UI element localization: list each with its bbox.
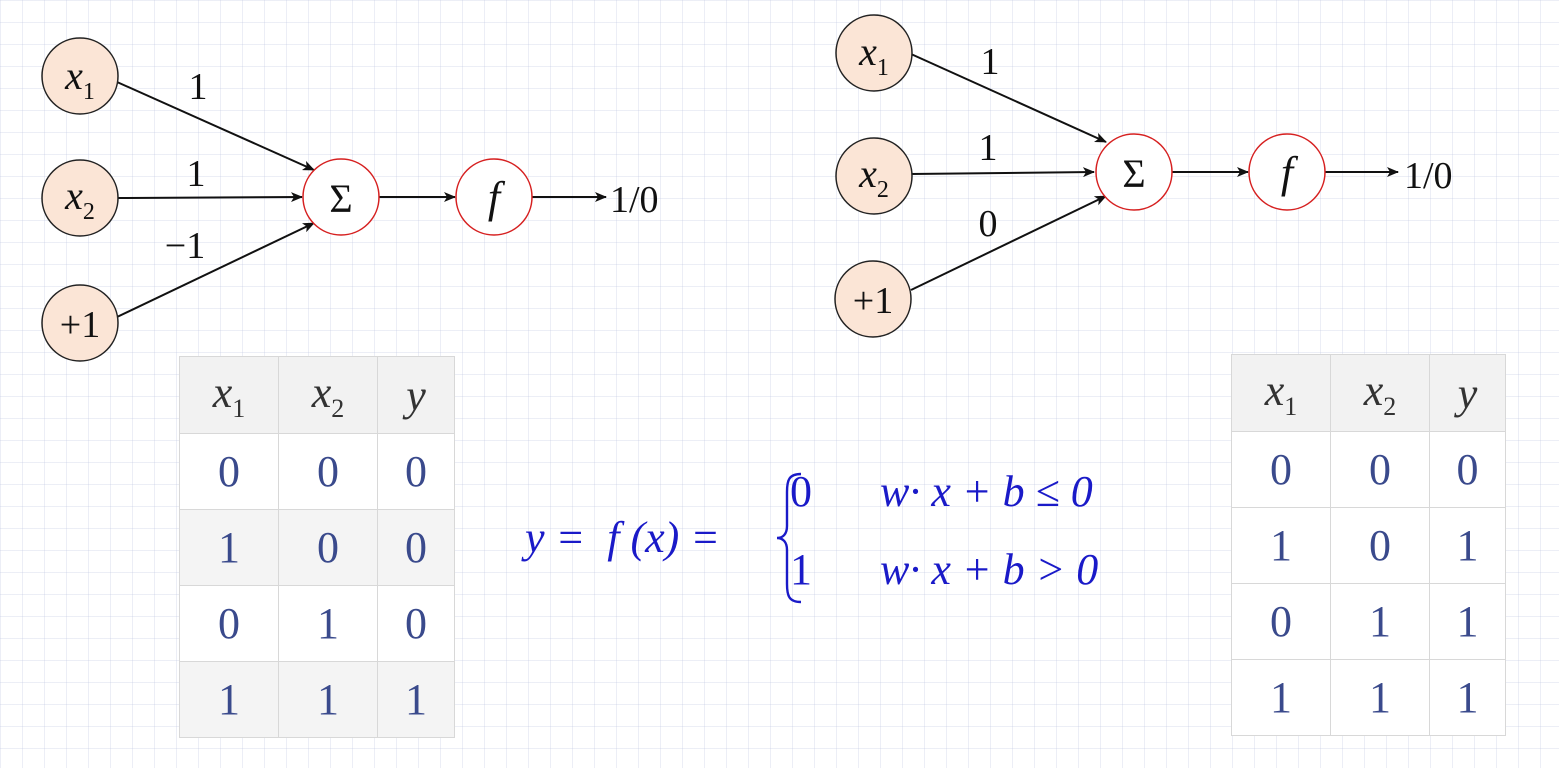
table-cell: 1: [1429, 583, 1506, 660]
table-row: 1 1 1: [1231, 659, 1506, 736]
right-x1-sub: 1: [877, 55, 889, 81]
left-bias-node: +1: [41, 284, 119, 362]
left-x2-var: x: [64, 173, 83, 218]
right-sum-node: Σ: [1095, 133, 1173, 211]
left-input-x1-node: x1: [41, 37, 119, 115]
right-x1-var: x: [858, 29, 877, 74]
left-truth-table: x1 x2 y 0 0 0 1 0 0 0 1 0 1 1 1: [179, 356, 455, 738]
svg-text:x1: x1: [64, 53, 95, 105]
table-cell: 0: [1231, 583, 1331, 660]
left-edge-x2-sum: [116, 192, 303, 203]
formula-case-1-value: 0: [790, 467, 812, 516]
left-brace-icon: [776, 472, 802, 604]
left-header-y: y: [377, 356, 455, 434]
table-cell: 1: [1429, 507, 1506, 584]
right-x2-var: x: [858, 151, 877, 196]
activation-formula: y = f (x) = 0 w· x + b ≤ 0 1 w· x + b > …: [525, 460, 1145, 610]
table-cell: 1: [1231, 659, 1331, 736]
left-header-x1: x1: [179, 356, 279, 434]
left-sum-node: Σ: [302, 158, 380, 236]
right-header-y: y: [1429, 354, 1506, 432]
right-edge-bias-sum: [910, 195, 1107, 291]
left-edge-bias-sum: [116, 222, 315, 318]
table-row: 0 0 0: [1231, 431, 1506, 508]
right-edge-x2-sum: [910, 167, 1095, 178]
right-network: x1 x2 +1 Σ f 1 1 0 1/0: [834, 14, 1453, 338]
right-bias-node: +1: [834, 260, 912, 338]
table-cell: 0: [1330, 431, 1430, 508]
right-output-label: 1/0: [1404, 155, 1453, 197]
right-truth-table: x1 x2 y 0 0 0 1 0 1 0 1 1 1 1 1: [1231, 354, 1506, 736]
table-cell: 0: [278, 509, 378, 586]
table-cell: 1: [1330, 583, 1430, 660]
svg-text:x2: x2: [64, 173, 95, 225]
table-cell: 0: [1330, 507, 1430, 584]
left-output-label: 1/0: [610, 179, 659, 221]
right-weight-1: 1: [981, 41, 1000, 83]
svg-text:x2: x2: [858, 151, 889, 203]
left-table-header-row: x1 x2 y: [179, 356, 455, 434]
left-x1-var: x: [64, 53, 83, 98]
left-header-x2: x2: [278, 356, 378, 434]
table-cell: 1: [278, 661, 378, 738]
formula-lhs: y = f (x) =: [525, 513, 720, 562]
table-cell: 0: [377, 433, 455, 510]
right-sum-symbol: Σ: [1122, 151, 1145, 196]
right-input-x1-node: x1: [835, 14, 913, 92]
formula-case-1-condition: w· x + b ≤ 0: [880, 467, 1093, 516]
left-sum-symbol: Σ: [329, 176, 352, 221]
left-bias-label: +1: [60, 304, 100, 346]
left-weight-1: 1: [189, 66, 208, 108]
table-cell: 0: [377, 585, 455, 662]
formula-case-2-value: 1: [790, 545, 812, 594]
table-cell: 1: [1231, 507, 1331, 584]
table-row: 1 0 1: [1231, 507, 1506, 584]
left-weight-bias: −1: [165, 225, 205, 267]
table-row: 0 1 1: [1231, 583, 1506, 660]
left-weight-2: 1: [187, 153, 206, 195]
table-cell: 0: [1429, 431, 1506, 508]
table-cell: 0: [179, 433, 279, 510]
right-header-x1: x1: [1231, 354, 1331, 432]
right-input-x2-node: x2: [835, 137, 913, 215]
table-row: 0 0 0: [179, 433, 455, 510]
left-network: x1 x2 +1 Σ f 1 1 −1 1/0: [41, 37, 659, 362]
right-table-header-row: x1 x2 y: [1231, 354, 1506, 432]
left-x2-sub: 2: [83, 199, 95, 225]
table-cell: 0: [377, 509, 455, 586]
table-cell: 1: [1330, 659, 1430, 736]
table-cell: 1: [278, 585, 378, 662]
table-cell: 1: [179, 661, 279, 738]
table-cell: 0: [1231, 431, 1331, 508]
left-edge-x1-sum: [116, 81, 315, 171]
table-cell: 0: [278, 433, 378, 510]
left-activation-node: f: [455, 158, 533, 236]
right-bias-label: +1: [853, 280, 893, 322]
table-cell: 1: [377, 661, 455, 738]
table-row: 1 0 0: [179, 509, 455, 586]
table-cell: 1: [179, 509, 279, 586]
right-x2-sub: 2: [877, 177, 889, 203]
left-x1-sub: 1: [83, 79, 95, 105]
table-cell: 0: [179, 585, 279, 662]
left-input-x2-node: x2: [41, 159, 119, 237]
table-row: 0 1 0: [179, 585, 455, 662]
formula-case-2-condition: w· x + b > 0: [880, 545, 1099, 594]
right-activation-node: f: [1248, 133, 1326, 211]
table-row: 1 1 1: [179, 661, 455, 738]
svg-text:x1: x1: [858, 29, 889, 81]
table-cell: 1: [1429, 659, 1506, 736]
right-header-x2: x2: [1330, 354, 1430, 432]
right-weight-2: 1: [979, 127, 998, 169]
right-weight-bias: 0: [979, 203, 998, 245]
right-edge-x1-sum: [910, 53, 1107, 143]
